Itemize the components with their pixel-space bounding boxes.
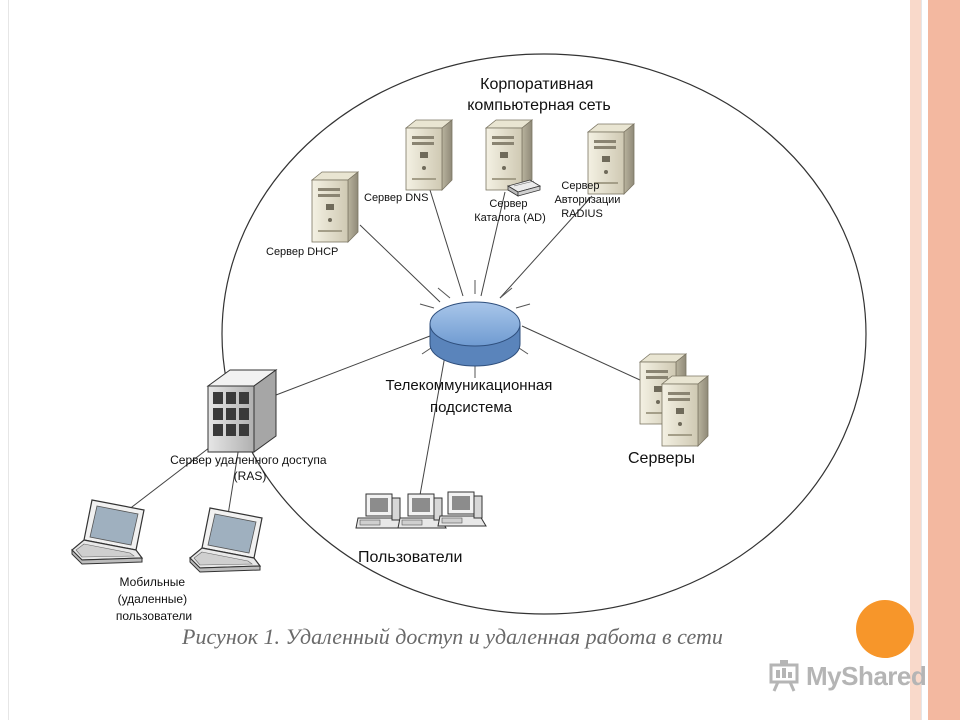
link-ras <box>275 335 431 396</box>
link-servers <box>521 325 641 381</box>
users-workstations-icon <box>355 491 487 529</box>
hub-label: Телекоммуникационная подсистема <box>385 377 556 416</box>
ad-switch-icon <box>506 179 542 197</box>
users-label: Пользователи <box>358 549 462 566</box>
link-dns <box>429 189 464 297</box>
servers-group-icon <box>639 353 709 447</box>
link-ad <box>480 191 506 297</box>
link-radius <box>499 195 593 299</box>
mobile-users-label: Мобильные (удаленные) пользователи <box>116 575 192 623</box>
presentation-icon <box>769 660 799 692</box>
laptop-icon-2 <box>189 507 263 573</box>
ad-server-icon <box>485 119 533 191</box>
stripe-light <box>910 0 922 720</box>
orange-accent-circle <box>856 600 914 658</box>
figure-caption: Рисунок 1. Удаленный доступ и удаленная … <box>182 624 723 649</box>
network-title: Корпоративная компьютерная сеть <box>467 76 611 114</box>
stripe-dark <box>928 0 960 720</box>
link-users <box>419 349 447 496</box>
dhcp-server-icon <box>311 171 359 243</box>
ad-label: Сервер Каталога (AD) <box>474 198 546 224</box>
network-diagram: Корпоративная компьютерная сеть Сервер D… <box>71 53 867 623</box>
ras-label: Сервер удаленного доступа (RAS) <box>170 453 330 483</box>
dns-label: Сервер DNS <box>364 192 428 204</box>
link-dhcp <box>359 224 441 303</box>
watermark-text: MyShared <box>806 660 927 691</box>
dns-server-icon <box>405 119 453 191</box>
hub-icon <box>419 280 531 378</box>
watermark: MyShared <box>768 656 927 696</box>
network-boundary <box>221 53 867 615</box>
slide-frame <box>8 0 922 720</box>
dhcp-label: Сервер DHCP <box>266 246 338 258</box>
laptop-icon-1 <box>71 499 145 565</box>
radius-label: Сервер Авторизации RADIUS <box>554 180 623 220</box>
stripe-mid <box>922 0 928 720</box>
servers-label: Серверы <box>628 450 695 467</box>
decorative-stripes <box>910 0 960 720</box>
ras-server-icon <box>206 369 278 453</box>
